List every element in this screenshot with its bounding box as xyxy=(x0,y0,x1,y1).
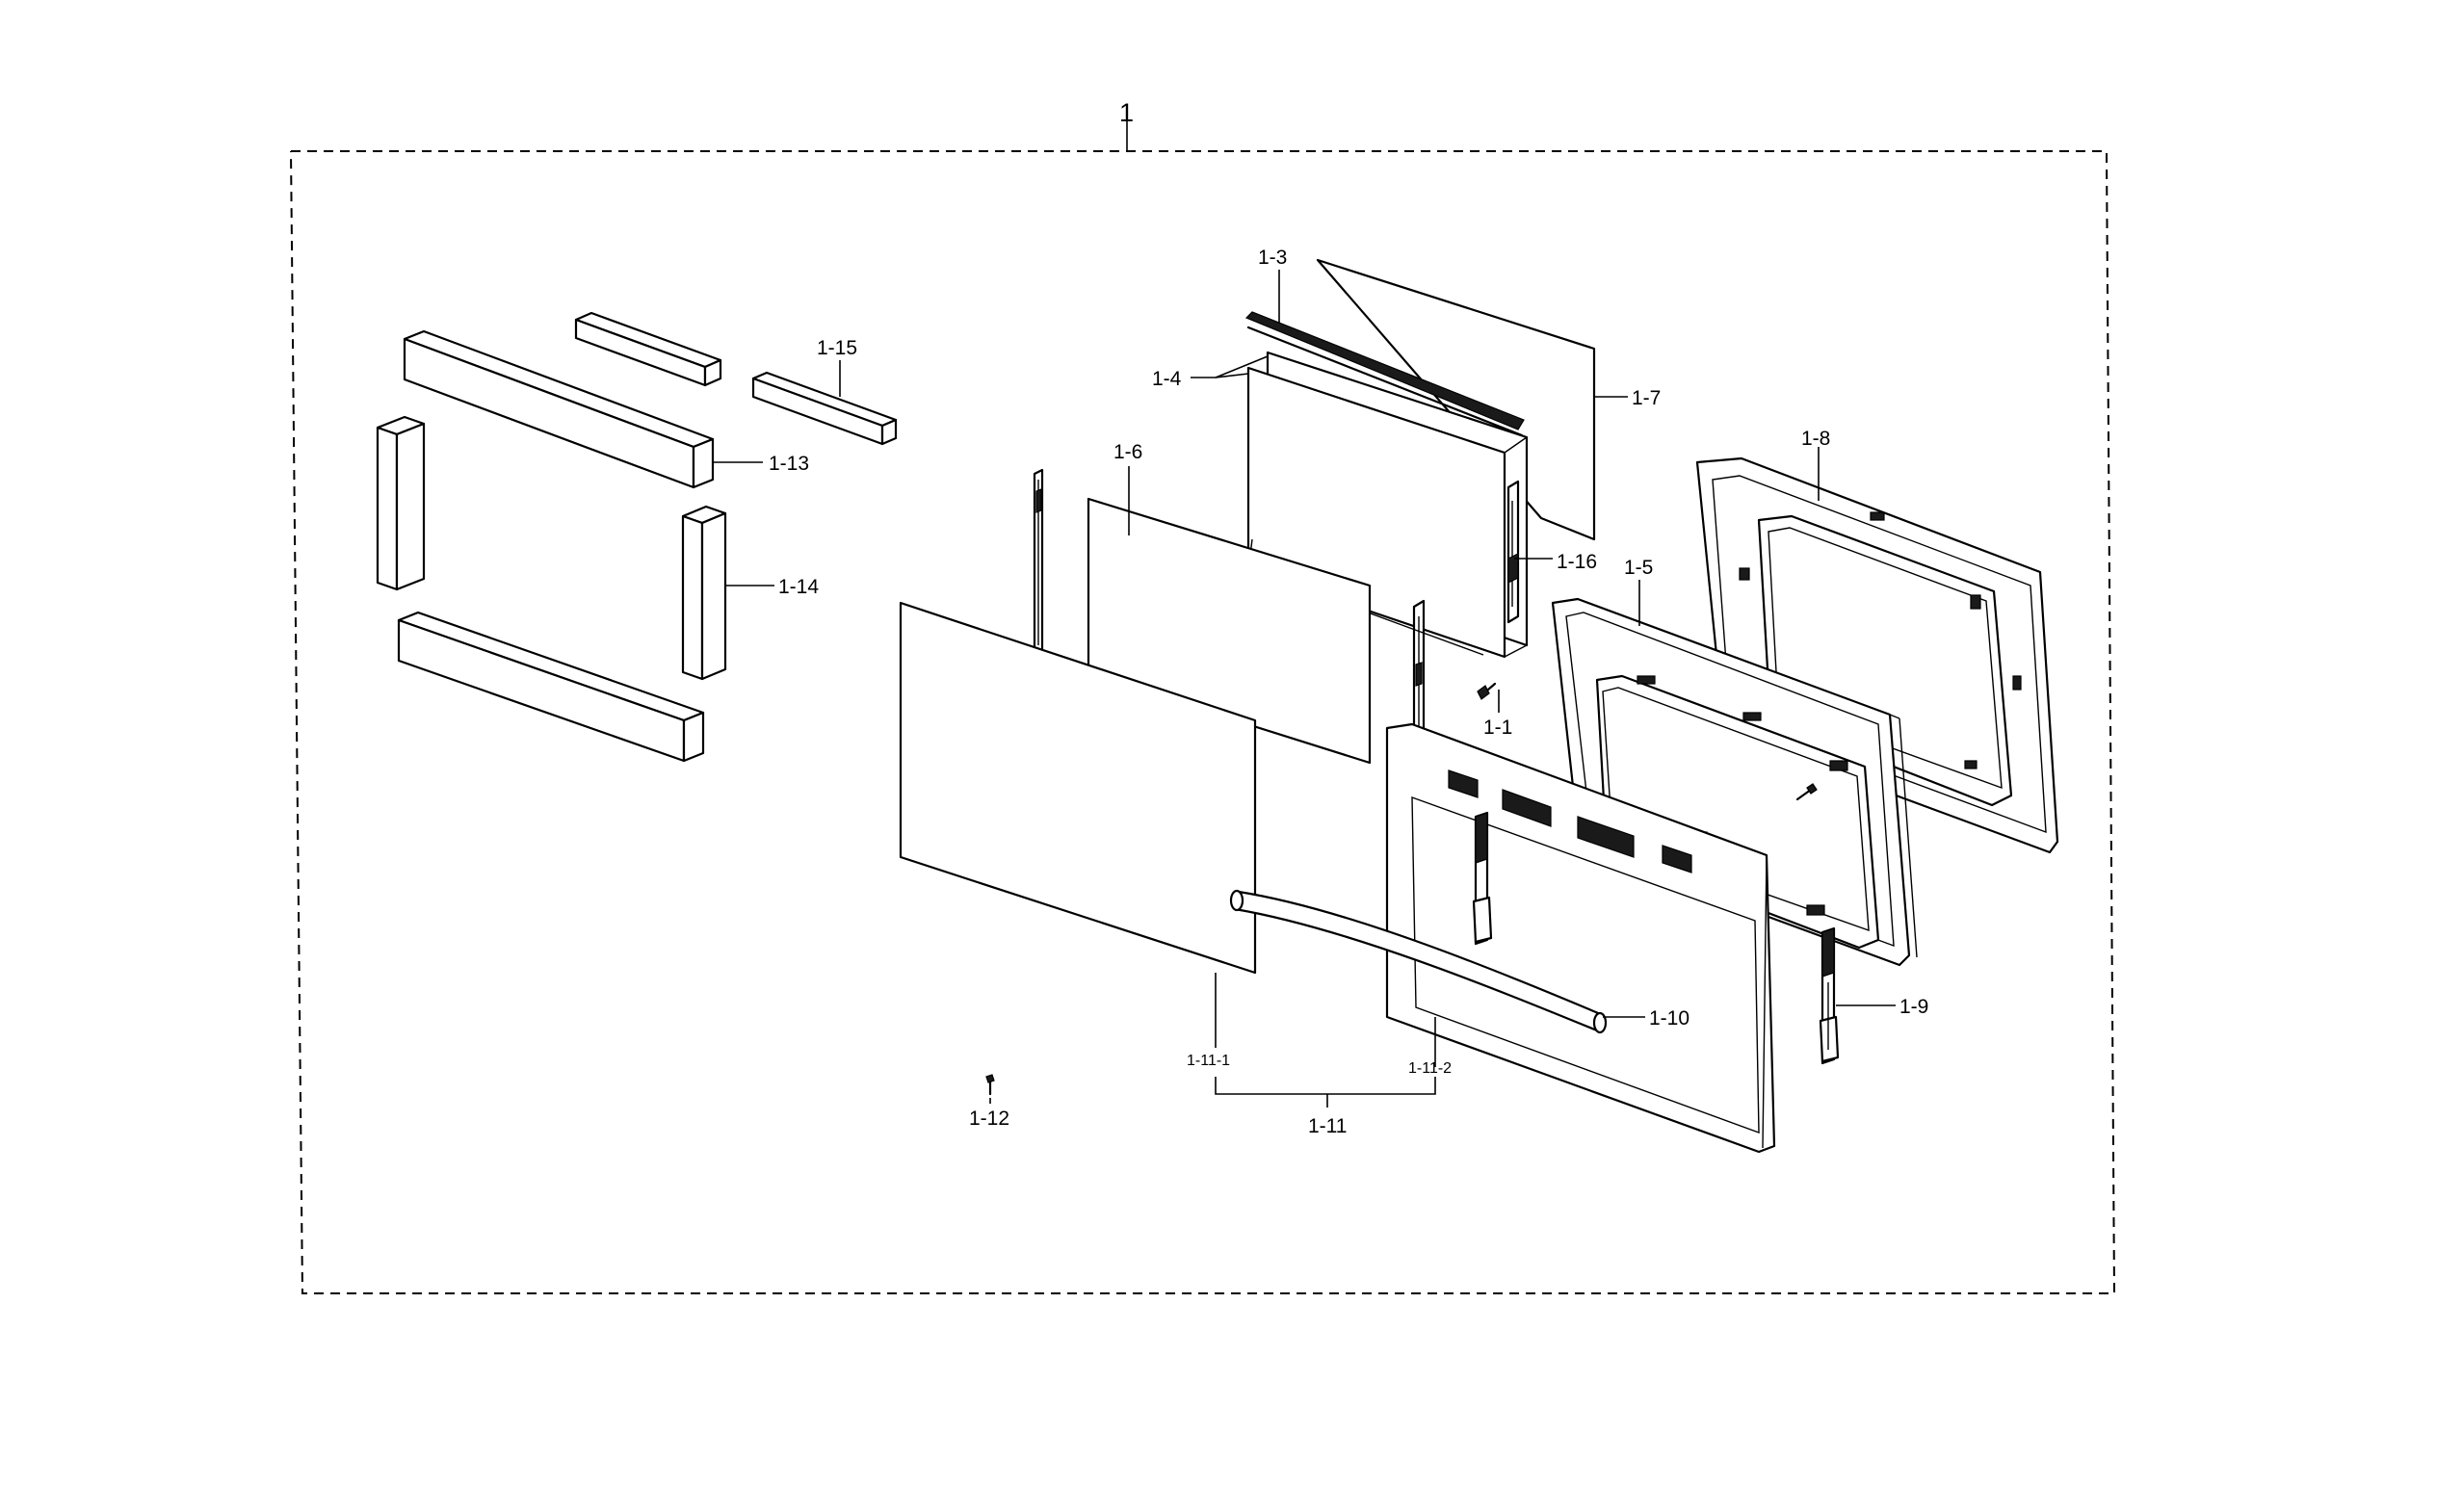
label-1-6: 1-6 xyxy=(1113,441,1142,463)
label-1-5: 1-5 xyxy=(1624,557,1653,579)
label-1-13: 1-13 xyxy=(769,453,809,475)
label-1-1: 1-1 xyxy=(1483,717,1512,739)
leader-lines xyxy=(713,270,1896,1108)
label-1-11-1: 1-11-1 xyxy=(1187,1053,1230,1069)
glass-1-6 xyxy=(1087,497,1372,765)
assembly-boundary xyxy=(290,121,2116,1294)
insulation-left-vertical xyxy=(376,415,426,591)
side-rail-right xyxy=(1367,599,1484,759)
label-1-15: 1-15 xyxy=(817,337,857,359)
label-1-9: 1-9 xyxy=(1899,996,1928,1018)
screw-1-1 xyxy=(1477,682,1497,700)
hinge-1-9 xyxy=(1819,926,1840,1065)
inner-frame-screw xyxy=(1795,783,1818,801)
handle-1-10 xyxy=(1229,889,1608,1034)
screw-1-12 xyxy=(985,1074,995,1096)
insulation-1-15 xyxy=(751,371,898,446)
label-1-11: 1-11 xyxy=(1308,1115,1347,1137)
label-1: 1 xyxy=(1119,98,1134,127)
callout-labels: 1 1-3 1-4 1-7 1-8 1-6 1-5 1-16 1-15 1-13… xyxy=(769,98,1928,1137)
insulation-top-short-back xyxy=(574,311,722,387)
door-frame-1-11-2 xyxy=(1385,722,1776,1154)
glass-1-11-1 xyxy=(899,601,1257,975)
label-1-4: 1-4 xyxy=(1152,368,1182,390)
label-1-14: 1-14 xyxy=(778,576,819,598)
insulation-top-long xyxy=(403,329,715,489)
label-1-12: 1-12 xyxy=(969,1108,1009,1130)
insulation-1-14 xyxy=(681,505,727,681)
side-rail-left xyxy=(1033,468,1044,657)
label-1-11-2: 1-11-2 xyxy=(1408,1060,1452,1077)
gasket-1-3 xyxy=(1244,311,1525,437)
label-1-10: 1-10 xyxy=(1649,1007,1689,1030)
label-1-3: 1-3 xyxy=(1258,247,1287,269)
label-1-16: 1-16 xyxy=(1557,551,1597,573)
label-1-7: 1-7 xyxy=(1632,387,1661,409)
label-1-8: 1-8 xyxy=(1801,428,1830,450)
bracket-1-16 xyxy=(1506,480,1520,624)
insulation-bottom-long xyxy=(397,611,705,763)
